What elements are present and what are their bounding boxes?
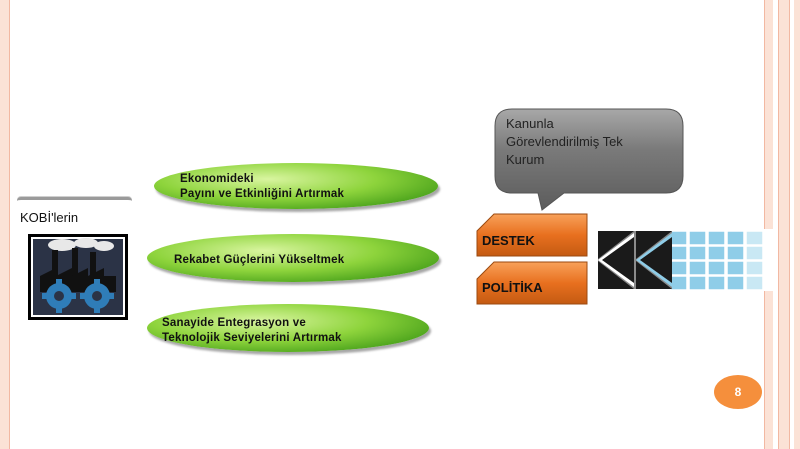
politika-box bbox=[476, 261, 588, 305]
kobi-label: KOBİ'lerin bbox=[20, 210, 79, 225]
callout-line: Görevlendirilmiş Tek bbox=[506, 134, 623, 149]
callout-line: Kanunla bbox=[506, 116, 554, 131]
callout-line: Kurum bbox=[506, 152, 545, 167]
factory-gears-icon bbox=[28, 234, 128, 320]
destek-label: DESTEK bbox=[482, 233, 535, 248]
goal-text: Rekabet Güçlerini Yükseltmek bbox=[174, 254, 345, 266]
goal-text: Teknolojik Seviyelerini Artırmak bbox=[162, 332, 342, 344]
goal-text: Sanayide Entegrasyon ve bbox=[162, 317, 306, 329]
goal-pill-competitiveness: Rekabet Güçlerini Yükseltmek bbox=[147, 234, 439, 282]
page-number-badge: 8 bbox=[714, 375, 762, 409]
callout-bubble bbox=[494, 108, 684, 211]
frame-right-stripe bbox=[764, 0, 773, 449]
callout-text: Kanunla Görevlendirilmiş Tek Kurum bbox=[506, 115, 666, 169]
frame-right-stripe bbox=[778, 0, 790, 449]
politika-label: POLİTİKA bbox=[482, 280, 543, 295]
goal-pill-economy: Ekonomideki Payını ve Etkinliğini Artırm… bbox=[154, 163, 438, 209]
frame-left-stripe bbox=[0, 0, 10, 449]
kosgeb-logo bbox=[596, 229, 776, 291]
destek-box bbox=[476, 213, 588, 257]
goal-text: Ekonomideki bbox=[180, 173, 254, 185]
kobi-label-box bbox=[17, 197, 132, 240]
goal-text: Payını ve Etkinliğini Artırmak bbox=[180, 188, 345, 200]
goal-pill-integration: Sanayide Entegrasyon ve Teknolojik Seviy… bbox=[147, 304, 429, 352]
frame-right-stripe bbox=[794, 0, 800, 449]
